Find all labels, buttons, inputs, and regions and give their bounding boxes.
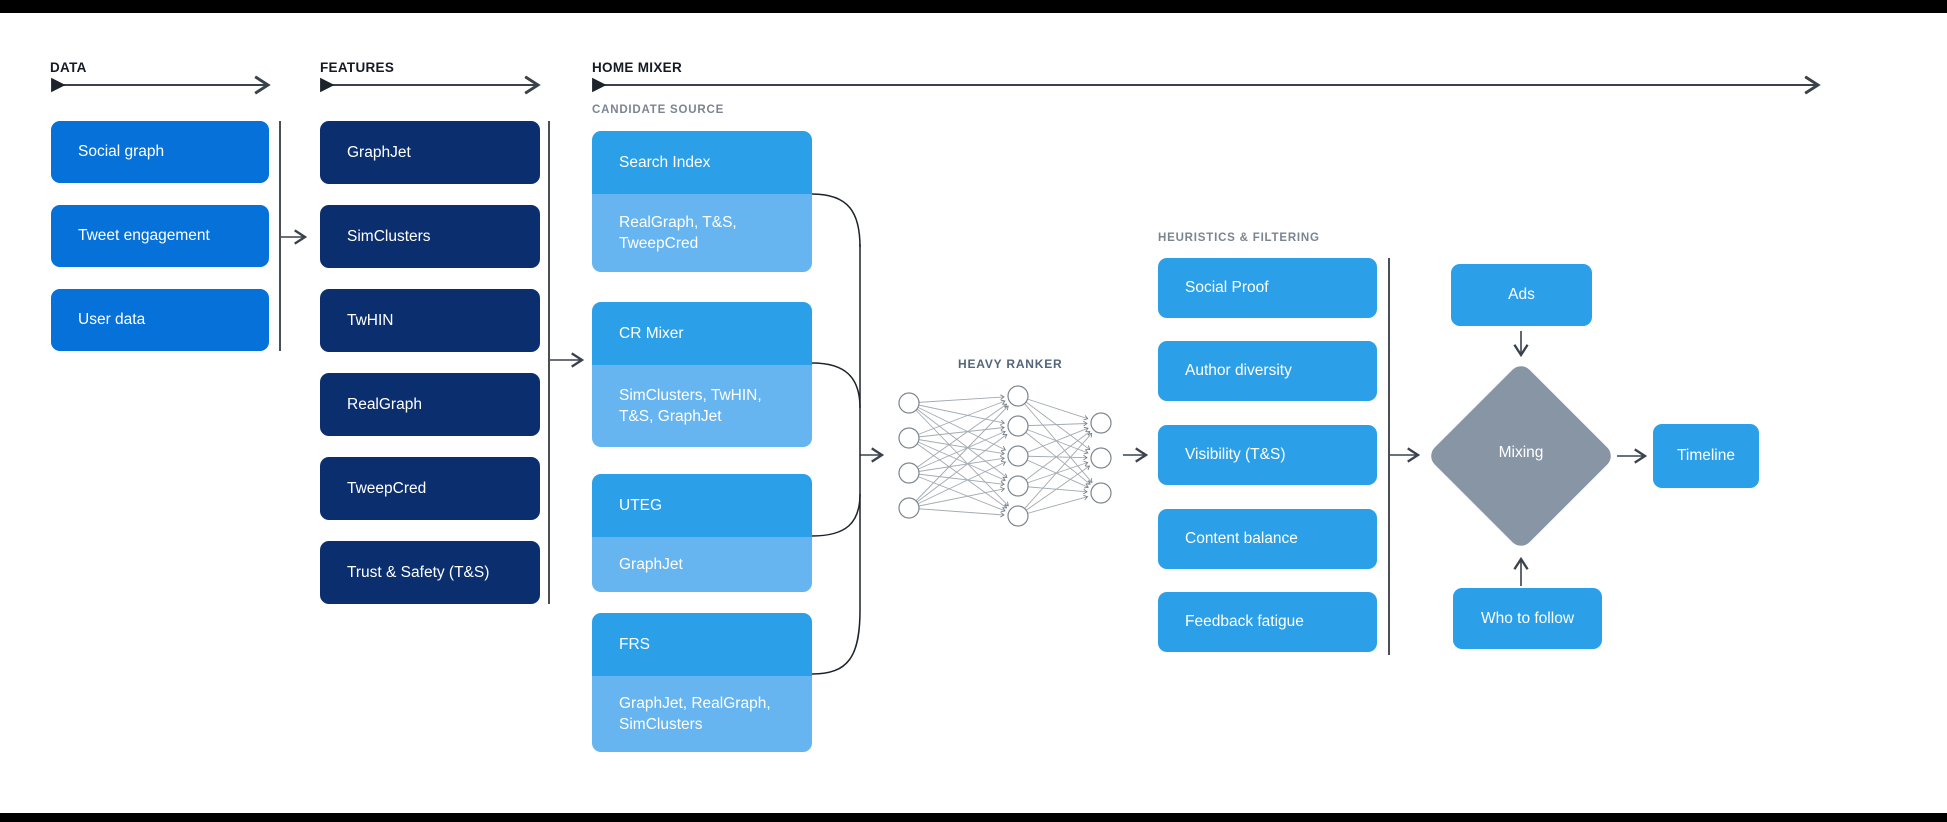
box-who-to-follow: Who to follow <box>1453 588 1602 649</box>
box-realgraph: RealGraph <box>320 373 540 436</box>
box-twhin: TwHIN <box>320 289 540 352</box>
heavy-ranker-label: HEAVY RANKER <box>958 357 1063 371</box>
box-label: Content balance <box>1185 530 1298 547</box>
box-label: Who to follow <box>1480 609 1575 627</box>
box-label: Social Proof <box>1185 279 1269 296</box>
candidate-features: GraphJet <box>592 537 812 592</box>
box-label: SimClusters <box>347 227 431 245</box>
box-label: TwHIN <box>347 311 394 329</box>
candidate-features-label: RealGraph, T&S, TweepCred <box>619 213 737 252</box>
candidate-features: RealGraph, T&S, TweepCred <box>592 194 812 272</box>
candidate-features: SimClusters, TwHIN, T&S, GraphJet <box>592 365 812 447</box>
candidate-name: FRS <box>619 635 650 653</box>
box-label: Visibility (T&S) <box>1185 446 1286 463</box>
candidate-name: Search Index <box>619 153 711 171</box>
box-ads: Ads <box>1451 264 1592 326</box>
candidate-header: FRS <box>592 613 812 676</box>
box-tweepcred: TweepCred <box>320 457 540 520</box>
box-label: TweepCred <box>347 479 427 497</box>
features-section-title: FEATURES <box>320 60 395 75</box>
candidate-group-uteg: UTEG GraphJet <box>592 474 812 592</box>
box-label: Ads <box>1508 286 1535 303</box>
box-feedback-fatigue: Feedback fatigue <box>1158 592 1377 652</box>
box-label: Feedback fatigue <box>1185 613 1304 630</box>
box-author-diversity: Author diversity <box>1158 341 1377 401</box>
box-graphjet: GraphJet <box>320 121 540 184</box>
home-mixer-section-title: HOME MIXER <box>592 60 683 75</box>
candidate-group-cr-mixer: CR Mixer SimClusters, TwHIN, T&S, GraphJ… <box>592 302 812 447</box>
box-user-data: User data <box>51 289 269 351</box>
box-trust-safety: Trust & Safety (T&S) <box>320 541 540 604</box>
candidate-features-label: GraphJet <box>619 555 683 573</box>
bottom-frame-bar <box>0 813 1947 822</box>
candidate-features-label: GraphJet, RealGraph, SimClusters <box>619 694 771 733</box>
data-section-title: DATA <box>50 60 87 75</box>
candidate-group-search-index: Search Index RealGraph, T&S, TweepCred <box>592 131 812 272</box>
top-frame-bar <box>0 0 1947 13</box>
box-visibility-ts: Visibility (T&S) <box>1158 425 1377 485</box>
candidate-name: UTEG <box>619 496 663 514</box>
box-label: Trust & Safety (T&S) <box>347 563 490 581</box>
box-label: GraphJet <box>347 143 411 161</box>
box-label: Timeline <box>1677 447 1735 464</box>
box-label: RealGraph <box>347 395 422 413</box>
candidate-merge-bus <box>811 193 861 675</box>
box-social-proof: Social Proof <box>1158 258 1377 318</box>
box-content-balance: Content balance <box>1158 509 1377 569</box>
box-simclusters: SimClusters <box>320 205 540 268</box>
box-label: User data <box>78 311 146 328</box>
box-timeline: Timeline <box>1653 424 1759 488</box>
candidate-features-label: SimClusters, TwHIN, T&S, GraphJet <box>619 386 762 425</box>
box-label: Author diversity <box>1185 362 1292 379</box>
box-tweet-engagement: Tweet engagement <box>51 205 269 267</box>
candidate-header: Search Index <box>592 131 812 194</box>
candidate-group-frs: FRS GraphJet, RealGraph, SimClusters <box>592 613 812 752</box>
candidate-features: GraphJet, RealGraph, SimClusters <box>592 676 812 752</box>
box-label: Tweet engagement <box>78 227 210 244</box>
heuristics-filtering-label: HEURISTICS & FILTERING <box>1158 232 1320 244</box>
mixing-label: Mixing <box>1498 444 1544 461</box>
neural-network-icon <box>898 385 1112 527</box>
candidate-header: UTEG <box>592 474 812 537</box>
candidate-name: CR Mixer <box>619 324 684 342</box>
box-label: Social graph <box>78 143 165 160</box>
candidate-header: CR Mixer <box>592 302 812 365</box>
candidate-source-label: CANDIDATE SOURCE <box>592 104 725 116</box>
box-social-graph: Social graph <box>51 121 269 183</box>
